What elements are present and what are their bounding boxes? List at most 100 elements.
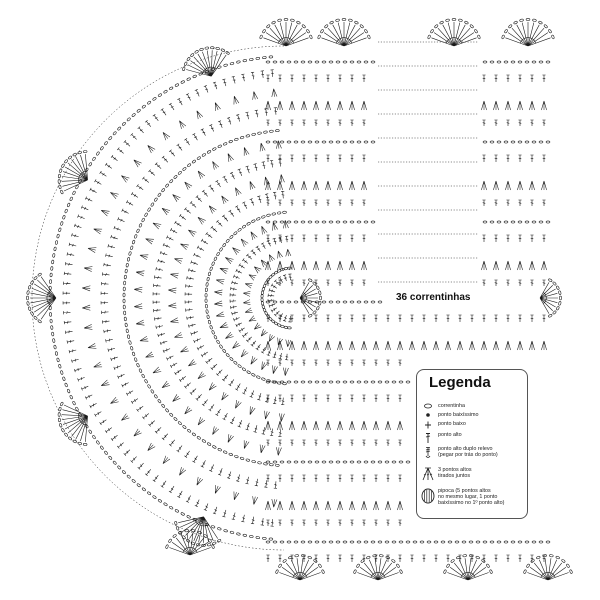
dc3tog-stitch [252,496,259,505]
double-crochet-stitch [326,439,330,446]
double-crochet-stitch [494,119,498,126]
double-crochet-stitch [350,394,354,402]
dc3tog-stitch [313,100,319,111]
dc3tog-stitch [493,340,499,351]
chain-stitch [152,495,157,499]
double-crochet-stitch [374,394,378,402]
chain-stitch [545,60,551,64]
double-crochet-stitch [89,403,97,409]
double-crochet-stitch [221,214,229,222]
chain-stitch [434,24,439,29]
chain-stitch [510,60,516,64]
shell-fan-arc [445,37,463,44]
dc3tog-stitch [250,356,258,365]
chain-stitch [519,18,524,22]
dc3tog-stitch [227,434,234,443]
chain-stitch [556,306,560,311]
double-crochet-stitch [152,300,161,304]
double-crochet-stitch [278,314,282,322]
double-crochet-stitch [157,333,165,338]
shell-fan-arc [277,37,295,44]
chain-stitch [268,55,274,59]
double-crochet-stitch [200,238,209,245]
dc3tog-stitch [145,351,154,358]
double-crochet-stitch [154,275,162,279]
double-crochet-stitch [245,422,250,431]
chain-stitch [132,239,136,245]
double-crochet-stitch [290,154,294,162]
chain-stitch [363,300,369,304]
double-crochet-stitch [210,363,218,371]
chain-stitch [163,502,168,506]
dc3tog-stitch [301,420,307,431]
double-crochet-stitch [273,310,280,317]
legend-item-label: correntinha [438,403,465,409]
chain-stitch [558,301,562,306]
chain-stitch [174,83,179,87]
double-crochet-stitch [518,74,522,82]
double-crochet-stitch [266,154,270,162]
chain-stitch [301,24,306,29]
chain-stitch [57,179,61,184]
chain-stitch [251,132,256,136]
chain-stitch [329,20,334,25]
chain-stitch [531,140,537,144]
chain-stitch [360,559,365,563]
double-crochet-stitch [398,474,402,482]
chain-stitch [136,108,141,113]
chain-stitch [307,60,313,64]
double-crochet-stitch [338,199,342,206]
dc3tog-stitch [196,476,204,486]
chain-stitch [161,403,165,408]
chain-stitch [217,144,222,148]
chain-stitch [475,555,480,560]
chain-stitch [531,220,537,224]
double-crochet-stitch [482,234,486,242]
double-crochet-stitch [506,119,510,126]
double-crochet-stitch [236,114,241,122]
chain-stitch [545,220,551,224]
chain-stitch [72,439,77,443]
chain-stitch [335,380,341,384]
double-crochet-stitch [350,474,354,482]
double-crochet-stitch [374,474,378,482]
chain-stitch [204,287,208,293]
chain-stitch [439,20,444,25]
chain-stitch [543,24,548,29]
double-crochet-stitch [105,338,113,343]
double-crochet-stitch [398,314,402,322]
double-crochet-stitch [184,292,193,296]
double-crochet-stitch [104,162,112,169]
chain-stitch [206,314,210,320]
chain-stitch [286,300,292,304]
dc3tog-stitch [93,228,103,235]
dc3tog-stitch [147,145,156,154]
double-crochet-stitch [542,199,546,206]
chain-stitch [532,18,537,22]
chain-stitch [147,207,151,212]
chain-stitch [552,310,557,315]
bottom-shell-fan [357,558,399,581]
double-crochet-stitch [326,154,330,162]
chain-stitch [399,569,403,574]
double-crochet-stitch [245,476,250,485]
chain-stitch [178,530,183,535]
chain-stitch [288,555,293,560]
chain-stitch [349,380,355,384]
double-crochet-stitch [362,519,366,526]
double-crochet-stitch [226,117,232,125]
chain-stitch [377,540,383,544]
dc3tog-stitch [301,100,307,111]
double-crochet-stitch [235,205,241,213]
chain-stitch [128,251,132,256]
chain-stitch [150,202,155,207]
double-crochet-stitch [282,315,287,322]
double-crochet-stitch [362,199,366,206]
double-crochet-stitch [192,133,198,141]
double-crochet-stitch [272,396,277,405]
double-crochet-stitch [116,442,124,449]
dc3tog-stitch [481,340,487,351]
chain-stitch [538,20,543,25]
dc3tog-stitch [385,500,391,511]
